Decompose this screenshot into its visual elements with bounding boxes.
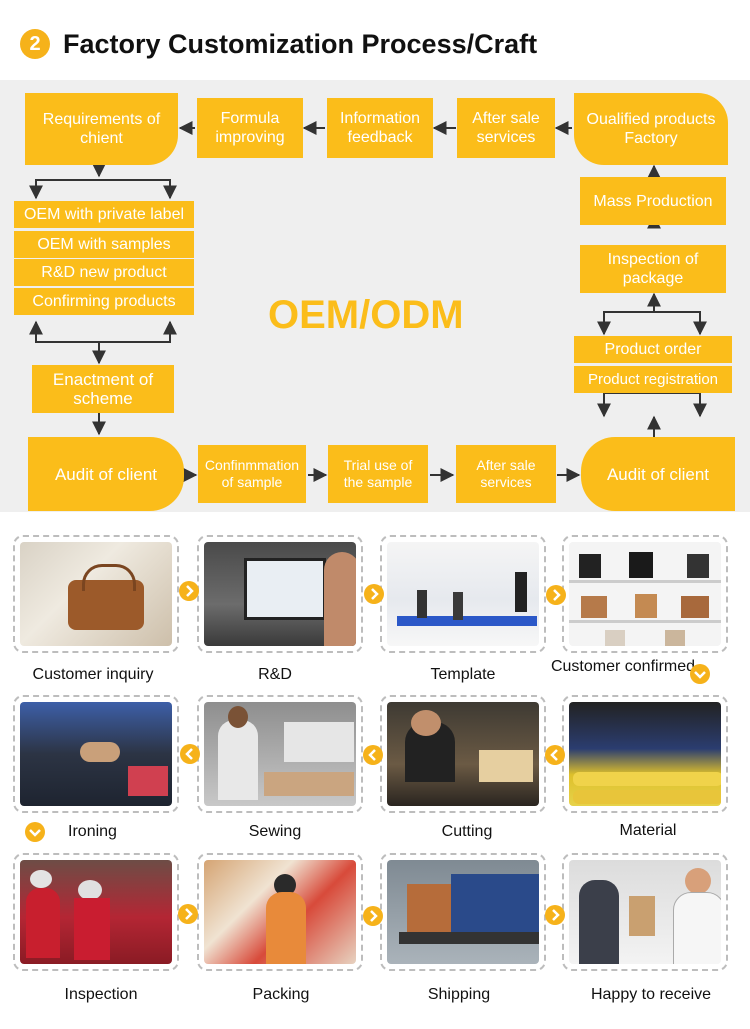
caption-happy-to-receive: Happy to receive: [590, 986, 712, 1003]
caption-packing: Packing: [252, 986, 310, 1003]
caption-customer-inquiry: Customer inquiry: [32, 666, 154, 683]
photo-card-happy-to-receive: [562, 853, 728, 971]
formula-improving-box: Formula improving: [197, 98, 303, 158]
photo-card-shipping: [380, 853, 546, 971]
audit-left-box: Audit of client: [28, 437, 184, 511]
photo-card-rd: [197, 535, 363, 653]
option-private-label: OEM with private label: [14, 201, 194, 228]
arrow-right-icon: [546, 585, 566, 605]
page-title: Factory Customization Process/Craft: [63, 29, 538, 59]
arrow-down-icon: [690, 664, 710, 684]
inspection-package-box: Inspection of package: [580, 245, 726, 293]
trial-use-box: Trial use of the sample: [328, 445, 428, 503]
confirmation-sample-box: Confinmmation of sample: [198, 445, 306, 503]
photo-card-customer-inquiry: [13, 535, 179, 653]
information-feedback-box: Information feedback: [327, 98, 433, 158]
photo-card-material: [562, 695, 728, 813]
caption-ironing: Ironing: [68, 823, 117, 840]
caption-template: Template: [430, 666, 496, 683]
audit-right-box: Audit of client: [581, 437, 735, 511]
arrow-right-icon: [178, 904, 198, 924]
arrow-right-icon: [545, 905, 565, 925]
process-flow-diagram: Requirements of chient Formula improving…: [0, 80, 750, 512]
product-order-box: Product order: [574, 336, 732, 363]
caption-sewing: Sewing: [248, 823, 302, 840]
photo-card-customer-confirmed: [562, 535, 728, 653]
arrow-left-icon: [545, 745, 565, 765]
photo-card-inspection: [13, 853, 179, 971]
caption-shipping: Shipping: [427, 986, 491, 1003]
product-registration-box: Product registration: [574, 366, 732, 393]
photo-card-packing: [197, 853, 363, 971]
option-with-samples: OEM with samples: [14, 231, 194, 258]
after-sale-services-bottom-box: After sale services: [456, 445, 556, 503]
caption-cutting: Cutting: [441, 823, 493, 840]
mass-production-box: Mass Production: [580, 177, 726, 225]
option-confirming-products: Confirming products: [14, 288, 194, 315]
caption-inspection: Inspection: [64, 986, 138, 1003]
photo-card-template: [380, 535, 546, 653]
caption-material: Material: [619, 822, 677, 839]
photo-card-sewing: [197, 695, 363, 813]
caption-rd: R&D: [258, 666, 292, 683]
arrow-right-icon: [364, 584, 384, 604]
arrow-left-icon: [363, 745, 383, 765]
requirements-box: Requirements of chient: [25, 93, 178, 165]
enactment-box: Enactment of scheme: [32, 365, 174, 413]
qualified-products-box: Oualified products Factory: [574, 93, 728, 165]
option-rd-new-product: R&D new product: [14, 259, 194, 286]
arrow-down-icon: [25, 822, 45, 842]
oem-odm-label: OEM/ODM: [268, 293, 464, 337]
after-sale-services-top-box: After sale services: [457, 98, 555, 158]
arrow-left-icon: [180, 744, 200, 764]
flow-connectors: [29, 121, 707, 482]
step-number-badge: 2: [20, 29, 50, 59]
photo-card-ironing: [13, 695, 179, 813]
caption-customer-confirmed: Customer confirmed: [550, 658, 696, 675]
arrow-right-icon: [363, 906, 383, 926]
arrow-right-icon: [179, 581, 199, 601]
photo-card-cutting: [380, 695, 546, 813]
